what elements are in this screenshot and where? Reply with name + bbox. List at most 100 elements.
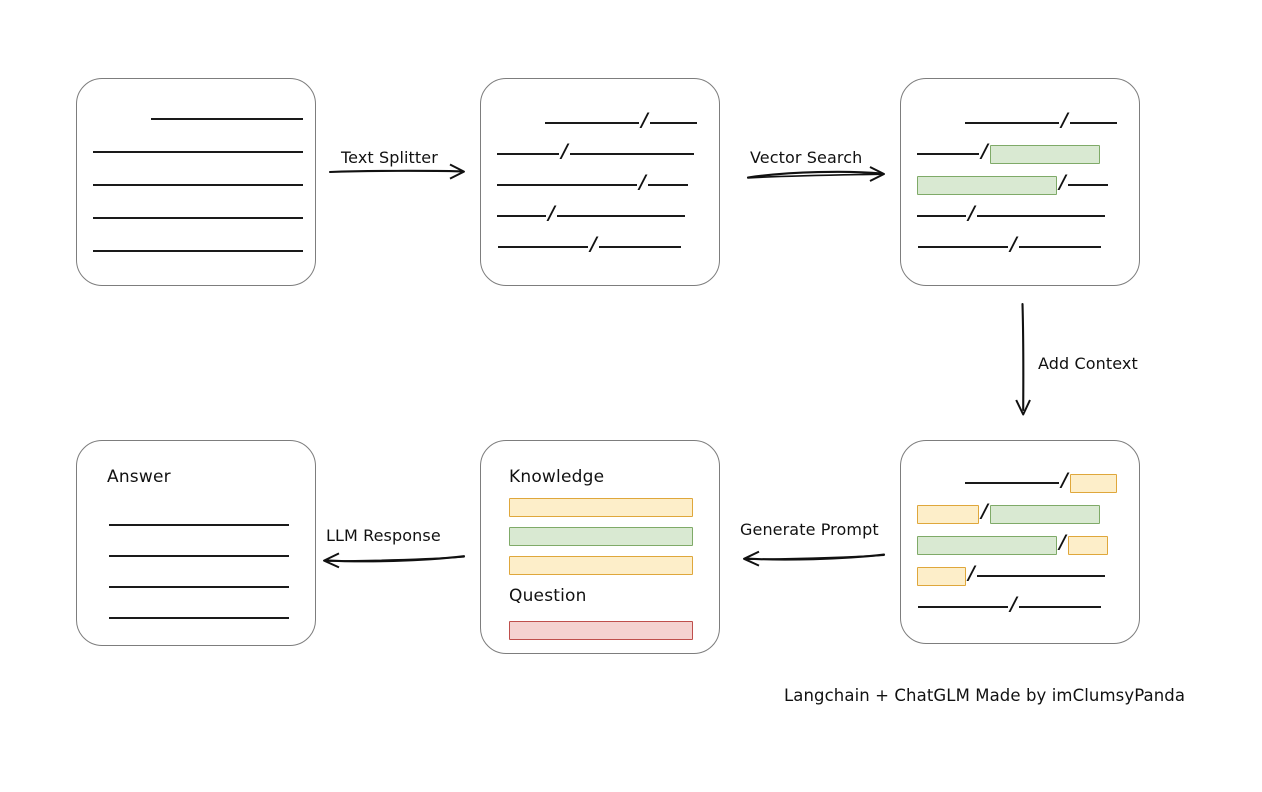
content-row: /: [497, 139, 719, 164]
row-indent: [917, 123, 965, 124]
content-row: [109, 608, 315, 628]
text-line: [976, 575, 1105, 577]
text-line: [556, 215, 685, 217]
highlight-yellow-bar: [1067, 535, 1108, 555]
node-context-chunks[interactable]: / / / / /: [900, 440, 1140, 644]
content-row: /: [497, 201, 719, 226]
credit-text: Langchain + ChatGLM Made by imClumsyPand…: [784, 686, 1186, 705]
text-line: [965, 122, 1059, 124]
matched-chunk-lines: / / / / /: [901, 79, 1139, 285]
text-line: [93, 184, 303, 186]
highlight-yellow-bar: [917, 566, 966, 586]
separator-slash: /: [981, 139, 988, 162]
content-row: /: [917, 499, 1139, 524]
edge-label-generate-prompt: Generate Prompt: [740, 520, 879, 539]
row-indent: [917, 483, 965, 484]
separator-slash: /: [1010, 592, 1017, 615]
content-row: [109, 546, 315, 566]
separator-slash: /: [639, 170, 646, 193]
text-line: [598, 246, 681, 248]
answer-heading: Answer: [107, 467, 171, 487]
text-line: [649, 122, 697, 124]
node-matched-chunks[interactable]: / / / / /: [900, 78, 1140, 286]
content-row: /: [917, 170, 1139, 195]
content-row: [109, 515, 315, 535]
text-line: [976, 215, 1105, 217]
content-row: [93, 142, 315, 162]
separator-slash: /: [548, 201, 555, 224]
highlight-yellow-bar: [1069, 473, 1117, 493]
content-row: /: [497, 232, 719, 257]
text-line: [545, 122, 639, 124]
content-row: [509, 526, 719, 546]
edge-add-context-arrow: [1015, 302, 1031, 416]
separator-slash: /: [1059, 170, 1066, 193]
highlight-yellow-bar: [509, 497, 693, 517]
edge-label-llm-response: LLM Response: [326, 526, 441, 545]
highlight-green-bar: [917, 175, 1057, 195]
chunk-lines: / / / / /: [481, 79, 719, 285]
text-line: [1069, 122, 1117, 124]
text-line: [93, 217, 303, 219]
edge-llm-response-arrow: [323, 552, 466, 569]
text-line: [497, 153, 559, 155]
separator-slash: /: [968, 201, 975, 224]
text-line: [109, 617, 289, 619]
context-chunk-lines: / / / / /: [901, 441, 1139, 643]
content-row: /: [917, 468, 1139, 493]
highlight-green-bar: [989, 504, 1100, 524]
prompt-question-heading: Question: [509, 586, 587, 606]
text-line: [965, 482, 1059, 484]
text-line: [497, 184, 637, 186]
content-row: /: [497, 110, 719, 133]
text-line: [93, 151, 303, 153]
content-row: [509, 497, 719, 517]
separator-slash: /: [561, 139, 568, 162]
text-line: [93, 250, 303, 252]
separator-slash: /: [1061, 108, 1068, 131]
highlight-green-bar: [509, 526, 693, 546]
text-line: [647, 184, 688, 186]
content-row: /: [917, 532, 1139, 555]
separator-slash: /: [1061, 468, 1068, 491]
node-split-chunks[interactable]: / / / / /: [480, 78, 720, 286]
text-line: [151, 118, 303, 120]
highlight-green-bar: [917, 535, 1057, 555]
text-line: [917, 215, 966, 217]
row-indent: [497, 123, 545, 124]
edge-generate-prompt-arrow: [743, 550, 886, 567]
highlight-red-bar: [509, 620, 693, 640]
content-row: [509, 620, 719, 640]
text-line: [1067, 184, 1108, 186]
text-line: [497, 215, 546, 217]
text-line: [109, 555, 289, 557]
text-line: [109, 586, 289, 588]
content-row: /: [497, 170, 719, 195]
content-row: /: [917, 592, 1139, 617]
node-source-document[interactable]: [76, 78, 316, 286]
node-prompt[interactable]: Knowledge Question: [480, 440, 720, 654]
text-line: [498, 246, 588, 248]
content-row: [93, 241, 315, 261]
highlight-yellow-bar: [509, 555, 693, 575]
content-row: [109, 577, 315, 597]
separator-slash: /: [590, 232, 597, 255]
prompt-bars: [481, 441, 719, 653]
text-line: [109, 524, 289, 526]
node-answer[interactable]: Answer: [76, 440, 316, 646]
separator-slash: /: [981, 499, 988, 522]
text-line: [917, 153, 979, 155]
prompt-knowledge-heading: Knowledge: [509, 467, 605, 487]
highlight-green-bar: [989, 144, 1100, 164]
edge-label-vector-search: Vector Search: [750, 148, 863, 167]
content-row: [93, 109, 315, 129]
separator-slash: /: [968, 561, 975, 584]
content-row: [509, 555, 719, 575]
content-row: /: [917, 139, 1139, 164]
content-row: /: [917, 232, 1139, 257]
highlight-yellow-bar: [917, 504, 979, 524]
separator-slash: /: [1010, 232, 1017, 255]
row-indent: [93, 119, 151, 120]
content-row: /: [917, 201, 1139, 226]
